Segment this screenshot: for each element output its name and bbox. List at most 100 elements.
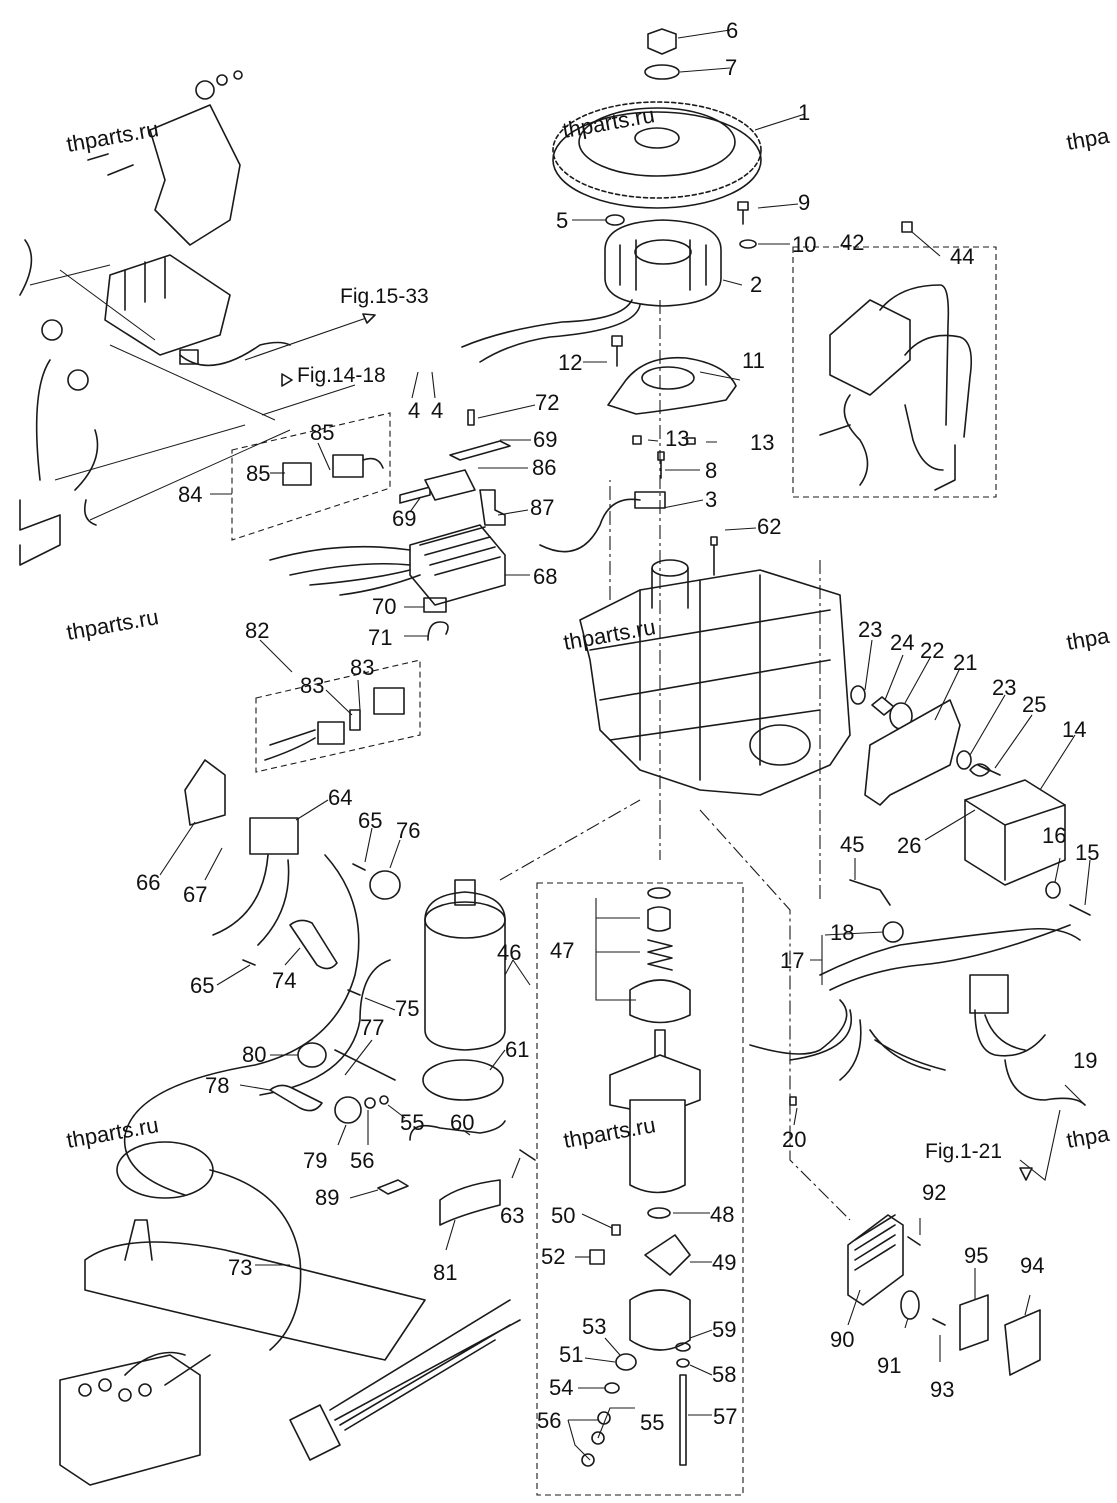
starter-relay-group bbox=[123, 759, 409, 1196]
clamp-71 bbox=[427, 621, 449, 641]
harness-main-b bbox=[829, 924, 1071, 991]
sleeve-78 bbox=[269, 1084, 323, 1112]
spring bbox=[647, 939, 673, 971]
callout-44: 44 bbox=[950, 244, 974, 269]
callout-4: 4 bbox=[431, 398, 443, 423]
callout-94: 94 bbox=[1020, 1253, 1044, 1278]
relay-64 bbox=[249, 817, 299, 855]
bracket-21 bbox=[864, 699, 961, 806]
bolt-57 bbox=[679, 1374, 687, 1466]
callout-1: 1 bbox=[798, 100, 810, 125]
callout-14: 14 bbox=[1062, 717, 1086, 742]
main-harness-lower bbox=[289, 1299, 521, 1461]
callout-49: 49 bbox=[712, 1250, 736, 1275]
starter-top bbox=[424, 901, 506, 939]
callout-83: 83 bbox=[350, 655, 374, 680]
callout-46: 46 bbox=[497, 940, 521, 965]
bolt-93 bbox=[932, 1318, 946, 1326]
plate-69b bbox=[399, 486, 431, 504]
relay-group-82-box bbox=[255, 659, 421, 773]
starter-motor-breakdown-box bbox=[536, 882, 744, 1496]
harness-connector bbox=[969, 974, 1009, 1014]
cdi-body bbox=[964, 779, 1066, 886]
battery-terminal-leads bbox=[124, 1351, 211, 1386]
bolt-92 bbox=[907, 1236, 921, 1246]
callout-53: 53 bbox=[582, 1314, 606, 1339]
callout-95: 95 bbox=[964, 1243, 988, 1268]
callout-11: 11 bbox=[742, 348, 765, 373]
washer-23a bbox=[850, 685, 866, 705]
lower-cowling bbox=[84, 1241, 426, 1361]
crankcase bbox=[579, 569, 851, 796]
callout-13: 13 bbox=[665, 426, 689, 451]
cap-43a bbox=[904, 404, 944, 471]
callout-82: 82 bbox=[245, 618, 269, 643]
callout-15: 15 bbox=[1075, 840, 1099, 865]
callout-78: 78 bbox=[205, 1073, 229, 1098]
plate-bore bbox=[641, 366, 695, 390]
armature bbox=[629, 1099, 686, 1194]
washer-58 bbox=[676, 1358, 690, 1368]
cap-79 bbox=[334, 1096, 362, 1124]
callout-84: 84 bbox=[178, 482, 202, 507]
callout-54: 54 bbox=[549, 1375, 573, 1400]
rectifier-regulator-68 bbox=[269, 409, 511, 641]
relay-82-leads bbox=[264, 729, 316, 761]
cable-73 bbox=[209, 1169, 302, 1351]
rectifier-90 bbox=[847, 1214, 904, 1306]
callout-25: 25 bbox=[1022, 692, 1046, 717]
upper-left-bracket bbox=[19, 70, 291, 566]
crank-shaft bbox=[651, 567, 689, 609]
harness-plug bbox=[289, 1404, 341, 1461]
cdi-edges bbox=[964, 799, 1066, 881]
relay-lead bbox=[362, 457, 384, 469]
bolt-9 bbox=[737, 201, 749, 225]
callout-67: 67 bbox=[183, 882, 207, 907]
callout-56: 56 bbox=[537, 1408, 561, 1433]
bolt-12 bbox=[611, 335, 623, 367]
crankcase-ribs bbox=[589, 574, 831, 781]
bolt-8 bbox=[657, 451, 665, 479]
callout-69: 69 bbox=[392, 506, 416, 531]
relay-83a bbox=[373, 687, 405, 715]
stator-poles bbox=[619, 239, 707, 291]
callout-86: 86 bbox=[532, 455, 556, 480]
cap-80 bbox=[297, 1042, 327, 1068]
relay-85b bbox=[332, 454, 364, 478]
collar-13b bbox=[686, 437, 696, 445]
fig-ref-14-18[interactable]: Fig.14-18 bbox=[297, 364, 386, 387]
callout-59: 59 bbox=[712, 1317, 736, 1342]
cap-76 bbox=[369, 870, 401, 900]
callout-47: 47 bbox=[550, 938, 574, 963]
ground-lead bbox=[843, 394, 869, 486]
bolt-72 bbox=[467, 409, 475, 426]
starter-motor-46 bbox=[409, 879, 536, 1226]
ground-lead-a bbox=[19, 239, 33, 296]
callout-85: 85 bbox=[246, 461, 270, 486]
brush-holder-49 bbox=[644, 1234, 691, 1276]
bolt-65b bbox=[242, 959, 256, 966]
callout-90: 90 bbox=[830, 1327, 854, 1352]
flywheel-assembly bbox=[552, 28, 762, 209]
callout-20: 20 bbox=[782, 1127, 806, 1152]
clip-20 bbox=[789, 1096, 797, 1106]
callout-65: 65 bbox=[358, 808, 382, 833]
key-5 bbox=[605, 214, 625, 226]
callout-69: 69 bbox=[533, 427, 557, 452]
crank-top bbox=[651, 559, 689, 577]
callout-55: 55 bbox=[400, 1110, 424, 1135]
callout-56: 56 bbox=[350, 1148, 374, 1173]
ref-line-c bbox=[699, 809, 851, 1221]
battery-cell-1 bbox=[78, 1383, 92, 1397]
hightension-lead-a bbox=[879, 284, 950, 426]
ground-lead-c bbox=[74, 429, 99, 491]
fig-ref-15-33[interactable]: Fig.15-33 bbox=[340, 285, 429, 308]
fig-ref-1-21[interactable]: Fig.1-21 bbox=[925, 1140, 1002, 1163]
watermark-text: thparts.ru bbox=[65, 1112, 161, 1153]
bolt-44 bbox=[901, 221, 913, 233]
harness-branch-a bbox=[749, 999, 848, 1055]
rectifier-fins bbox=[124, 257, 166, 311]
pad-70 bbox=[423, 597, 447, 613]
battery-cell-4 bbox=[138, 1383, 152, 1397]
